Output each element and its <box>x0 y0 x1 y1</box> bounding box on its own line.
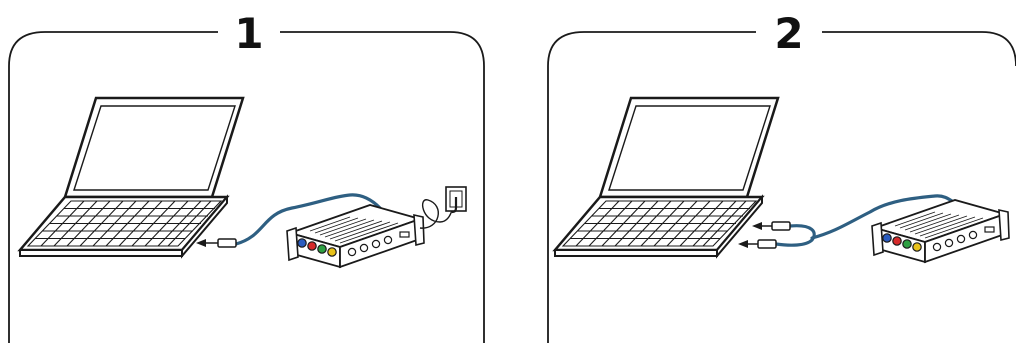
usb-plug-2b <box>738 240 776 248</box>
panel-1-number: 1 <box>234 9 263 58</box>
arrow-icon <box>752 222 762 230</box>
laptop-2 <box>555 98 778 256</box>
panel-2-number: 2 <box>774 9 803 58</box>
usb-plug-1 <box>196 239 236 247</box>
oscilloscope-1 <box>287 205 424 267</box>
wall-outlet <box>446 187 466 212</box>
panel-2: 2 <box>548 9 1016 343</box>
oscilloscope-2 <box>872 200 1009 262</box>
arrow-icon <box>738 240 748 248</box>
usb-plug-2a <box>752 222 790 230</box>
arrow-icon <box>196 239 206 247</box>
panel-1: 1 <box>9 9 484 343</box>
laptop-1 <box>20 98 243 256</box>
